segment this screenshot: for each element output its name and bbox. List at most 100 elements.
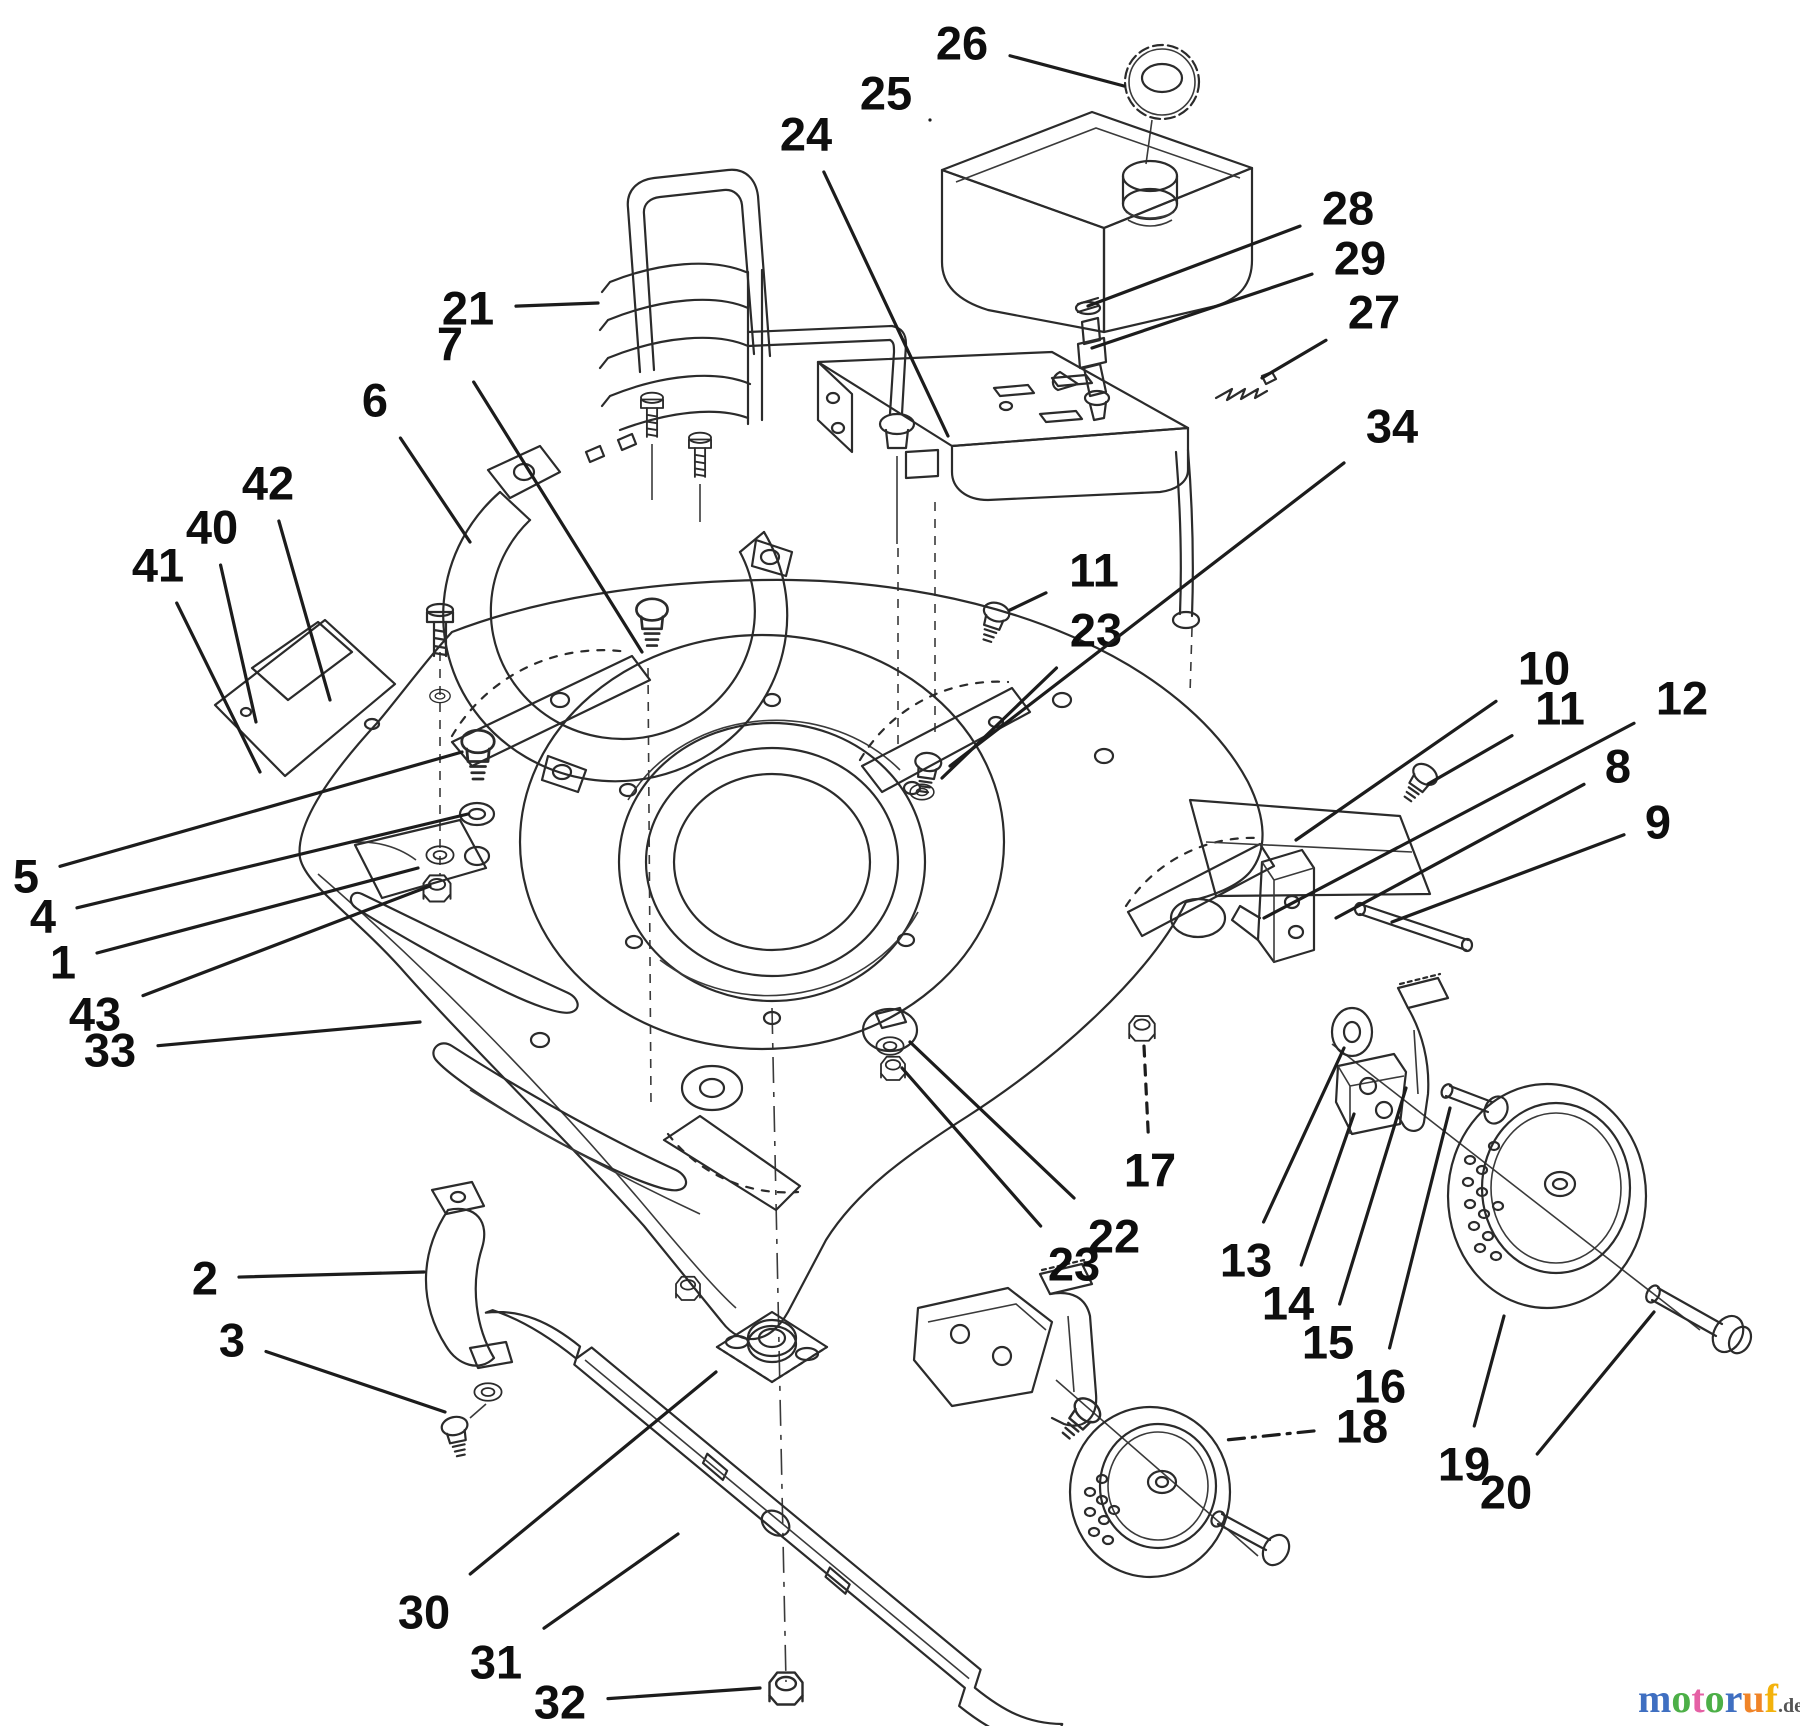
- cover-plate: [213, 618, 397, 778]
- leader-line-3: [264, 1349, 447, 1414]
- leader-line-8: [1334, 782, 1586, 920]
- callout-label-20: 20: [1480, 1466, 1532, 1519]
- callout-label-32: 32: [534, 1676, 586, 1726]
- callout-label-31: 31: [470, 1636, 522, 1689]
- leader-line-9: [1390, 833, 1626, 924]
- arm-15: [1396, 972, 1450, 1132]
- leader-line-11: [1426, 734, 1514, 786]
- callout-label-30: 30: [398, 1586, 450, 1639]
- leader-line-10: [1294, 699, 1498, 842]
- front-wheel-18: [1068, 1405, 1291, 1579]
- callout-label-14: 14: [1262, 1277, 1314, 1330]
- callout-label-2: 2: [192, 1252, 218, 1305]
- leader-line-29: [1090, 272, 1314, 350]
- blade: [484, 1309, 1064, 1726]
- bolt-16: [1440, 1083, 1509, 1125]
- leader-line-1: [95, 866, 420, 955]
- leader-line-26: [1008, 54, 1126, 88]
- callout-label-40: 40: [186, 501, 238, 554]
- blade-adapter: [715, 1310, 829, 1384]
- leader-line-23: [940, 666, 1059, 780]
- callout-label-12: 12: [1656, 672, 1708, 725]
- leader-line-13: [1261, 1046, 1346, 1224]
- callout-label-19: 19: [1438, 1438, 1490, 1491]
- coil-harness: [598, 168, 916, 544]
- leader-line-42: [277, 519, 332, 702]
- callout-label-11: 11: [1069, 544, 1119, 597]
- leader-line-32: [606, 1686, 762, 1701]
- callout-label-43: 43: [69, 988, 121, 1041]
- leader-line-21: [514, 301, 600, 308]
- leader-line-4: [75, 812, 470, 910]
- callout-label-11: 11: [1535, 682, 1585, 735]
- callout-label-21: 21: [442, 282, 494, 335]
- engine-plate: [816, 350, 1201, 630]
- callout-label-5: 5: [13, 850, 39, 903]
- leader-line-20: [1535, 1310, 1656, 1456]
- callout-label-10: 10: [1518, 642, 1570, 695]
- callout-label-23: 23: [1048, 1238, 1100, 1291]
- leader-line-18: [1224, 1429, 1316, 1442]
- callout-label-24: 24: [780, 108, 832, 161]
- callout-label-42: 42: [242, 457, 294, 510]
- rod-9: [1353, 901, 1474, 953]
- leader-line-19: [1472, 1314, 1506, 1428]
- callout-label-26: 26: [936, 17, 988, 70]
- callout-label-33: 33: [84, 1024, 136, 1077]
- callout-label-7: 7: [437, 318, 463, 371]
- leader-line-27: [1260, 338, 1328, 380]
- callout-label-1: 1: [50, 936, 76, 989]
- leader-line-12: [1262, 721, 1636, 920]
- callout-label-23: 23: [1070, 604, 1122, 657]
- front-hanger: [912, 1258, 1106, 1446]
- callout-label-15: 15: [1302, 1316, 1354, 1369]
- leader-line-17: [1142, 1044, 1150, 1134]
- leader-line-22: [908, 1040, 1076, 1200]
- leader-line-24: [822, 170, 950, 438]
- bolt-23-deck: [909, 750, 944, 801]
- axle-bolt-20: [1645, 1284, 1753, 1355]
- callout-label-28: 28: [1322, 182, 1374, 235]
- callout-label-3: 3: [219, 1314, 245, 1367]
- rear-wheel-19: [1446, 1082, 1648, 1310]
- screw-11-center: [973, 598, 1013, 646]
- callout-label-17: 17: [1124, 1144, 1176, 1197]
- leader-line-11: [1008, 591, 1048, 612]
- fuel-valve: [1051, 296, 1111, 422]
- callout-label-8: 8: [1605, 740, 1631, 793]
- leader-line-41: [175, 601, 262, 774]
- deck-housing: [298, 578, 1432, 1341]
- callout-label-4: 4: [30, 890, 56, 943]
- callout-label-13: 13: [1220, 1234, 1272, 1287]
- callout-label-18: 18: [1336, 1400, 1388, 1453]
- leader-line-7: [472, 380, 644, 654]
- blade-nut: [768, 1671, 804, 1706]
- leader-line-31: [542, 1532, 680, 1630]
- callout-label-16: 16: [1354, 1360, 1406, 1413]
- leader-line-43: [141, 884, 432, 998]
- fuel-cap: [1123, 43, 1201, 121]
- leader-line-14: [1299, 1112, 1356, 1267]
- callout-label-22: 22: [1088, 1210, 1140, 1263]
- leader-line-2: [237, 1270, 426, 1279]
- washer-13: [1330, 1006, 1374, 1058]
- leader-line-16: [1387, 1106, 1452, 1350]
- leader-line-23: [900, 1066, 1043, 1228]
- leader-line-40: [218, 563, 258, 724]
- callout-label-6: 6: [362, 374, 388, 427]
- callout-label-25: 25: [860, 67, 912, 120]
- callout-label-27: 27: [1348, 286, 1400, 339]
- leader-line-5: [58, 750, 464, 868]
- construction-lines: [439, 119, 1701, 1683]
- callout-label-29: 29: [1334, 232, 1386, 285]
- callout-label-9: 9: [1645, 796, 1671, 849]
- leader-line-33: [156, 1020, 422, 1048]
- leader-line-6: [398, 436, 472, 544]
- nut-17: [1128, 1015, 1156, 1042]
- leader-line-34: [948, 461, 1346, 768]
- watermark-logo: motoruf.de: [1638, 1676, 1800, 1721]
- leader-line-15: [1338, 1086, 1408, 1306]
